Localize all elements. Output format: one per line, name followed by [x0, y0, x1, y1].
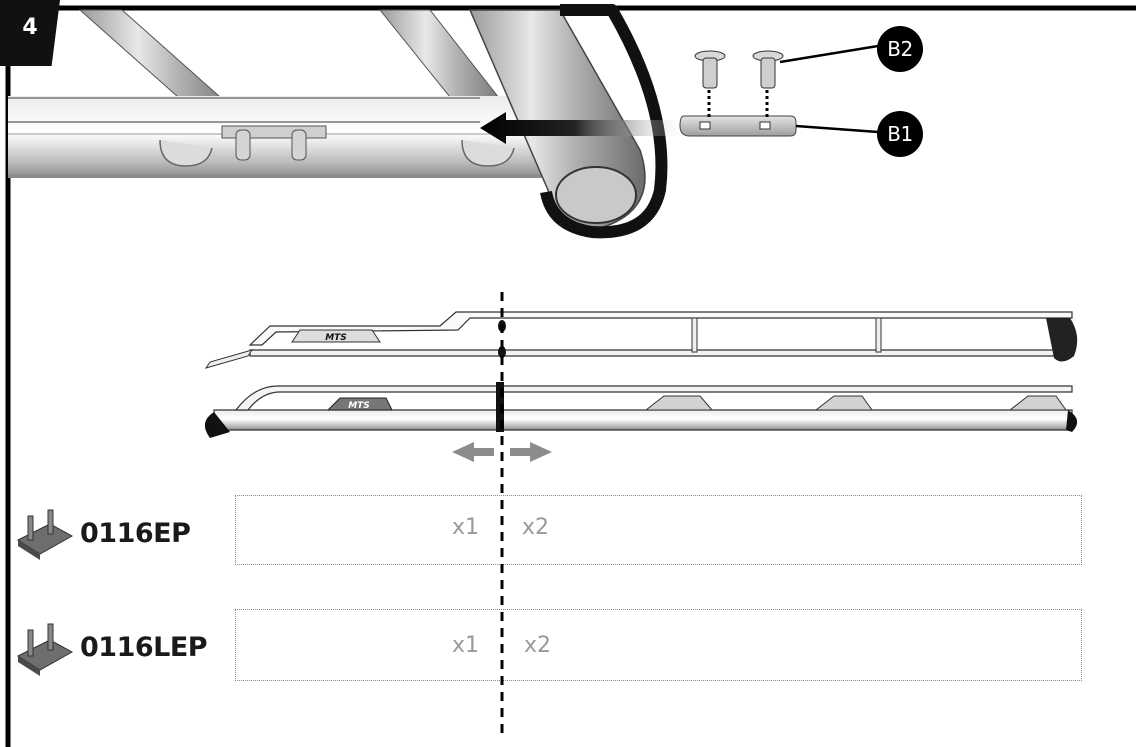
step-number-badge: 4	[0, 0, 60, 66]
part-icon-0116ep	[16, 509, 74, 560]
roof-rack-detail-illustration	[8, 4, 879, 239]
qty-left-0116ep: x1	[452, 515, 480, 540]
qty-left-0116lep: x1	[452, 633, 480, 658]
part-icon-0116lep	[16, 623, 74, 676]
callout-b1: B1	[877, 111, 923, 157]
rack-side-views: MTS MTS	[204, 311, 1078, 462]
part-row-box-0116lep	[235, 609, 1082, 681]
qty-right-0116lep: x2	[524, 633, 552, 658]
part-code-0116lep: 0116LEP	[80, 632, 208, 663]
callout-b2: B2	[877, 26, 923, 72]
part-row-box-0116ep	[235, 495, 1082, 565]
mts-logo-bottom: MTS	[348, 401, 370, 411]
part-code-0116ep: 0116EP	[80, 518, 191, 549]
qty-right-0116ep: x2	[522, 515, 550, 540]
mts-logo-top: MTS	[325, 333, 347, 343]
